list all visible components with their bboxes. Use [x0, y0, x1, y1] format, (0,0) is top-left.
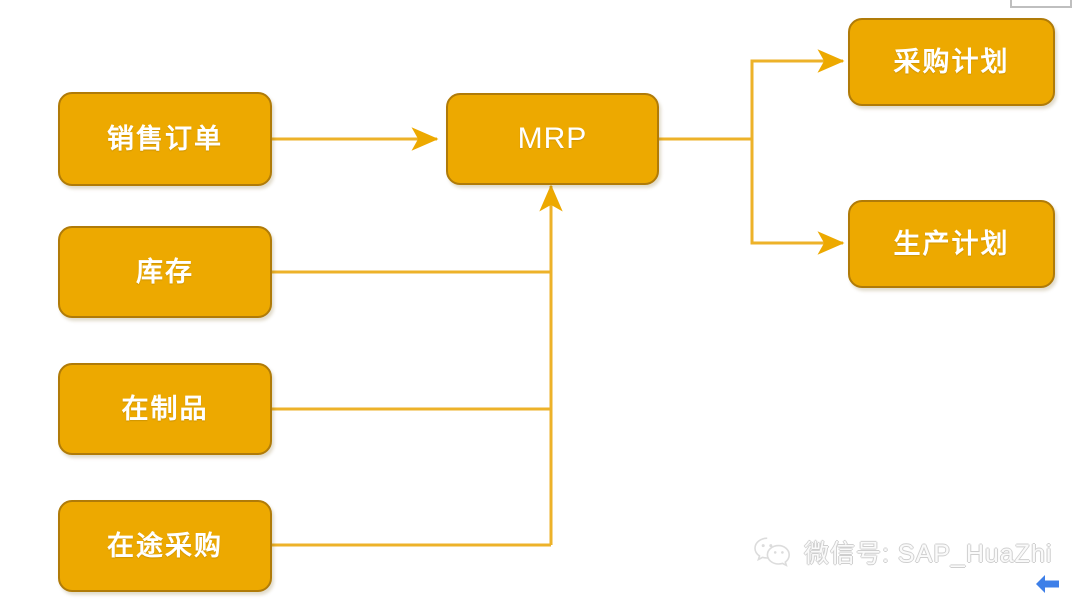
edge-mrp-to-production-plan: [750, 139, 845, 255]
node-label: 在制品: [121, 393, 209, 424]
node-sales-order[interactable]: 销售订单: [58, 92, 272, 186]
edge-mrp-to-purchase-plan: [750, 49, 845, 139]
node-label: 生产计划: [893, 228, 1010, 259]
node-mrp[interactable]: MRP: [446, 93, 659, 185]
node-label: 销售订单: [107, 123, 223, 154]
node-purchase-plan[interactable]: 采购计划: [848, 18, 1055, 106]
node-inventory[interactable]: 库存: [58, 226, 272, 318]
corner-frame-decoration: [1010, 0, 1072, 8]
node-work-in-progress[interactable]: 在制品: [58, 363, 272, 455]
node-purchase-in-transit[interactable]: 在途采购: [58, 500, 272, 592]
node-label: 采购计划: [893, 46, 1010, 77]
wechat-icon: [754, 537, 791, 567]
node-production-plan[interactable]: 生产计划: [848, 200, 1055, 288]
node-label: MRP: [517, 122, 588, 155]
watermark-text: 微信号: SAP_HuaZhi: [804, 540, 1053, 568]
node-label: 在途采购: [107, 530, 223, 561]
watermark: 微信号: SAP_HuaZhi: [752, 534, 1052, 570]
node-label: 库存: [136, 256, 194, 287]
arrow-left-icon[interactable]: [1032, 572, 1062, 596]
